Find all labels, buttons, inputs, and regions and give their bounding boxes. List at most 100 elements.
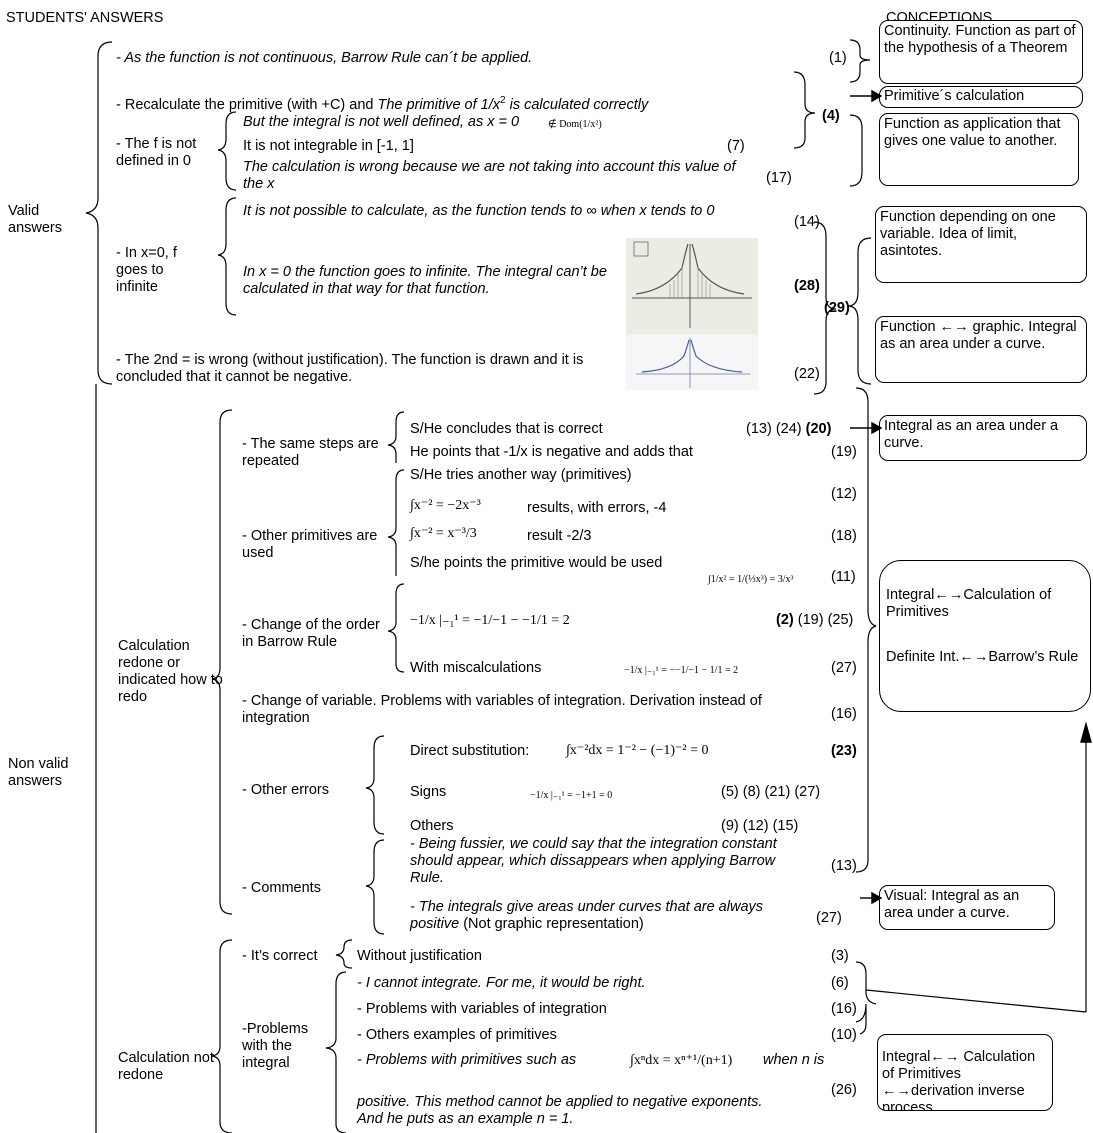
- answer-other-examples: - Others examples of primitives: [357, 1027, 557, 1043]
- answer-negative-exponents: positive. This method cannot be applied …: [357, 1094, 763, 1127]
- brace-problems: [325, 971, 347, 1133]
- ref-number: (1): [829, 50, 847, 66]
- math-primitive-3: ∫1/x² = 1/(⅓x³) = 3/x³: [708, 574, 794, 585]
- ref-number: (18): [831, 528, 857, 544]
- arrowhead: [871, 89, 883, 103]
- answer-text: The primitive of 1/x: [377, 96, 501, 113]
- ref-number: (16): [831, 706, 857, 722]
- superscript: 2: [500, 95, 506, 106]
- valid-answers-label: Valid answers: [8, 203, 62, 236]
- brace-not-redone-lower: [855, 1003, 867, 1035]
- math-direct-substitution: ∫x⁻²dx = 1⁻² − (−1)⁻² = 0: [566, 743, 709, 758]
- other-errors-label: - Other errors: [242, 782, 330, 798]
- answer-points-primitive: S/he points the primitive would be used: [410, 555, 663, 571]
- answer-tends-infinite: It is not possible to calculate, as the …: [243, 203, 715, 219]
- conception-integral-primitives-barrow: Integral←→Calculation of Primitives Defi…: [879, 560, 1091, 712]
- math-barrow-2: −1/x |₋₁¹ = −−1/−1 − 1/1 = 2: [624, 665, 739, 676]
- student-graph-sketch-2: [626, 334, 758, 390]
- conception-visual-integral: Visual: Integral as an area under a curv…: [879, 885, 1055, 930]
- ref-number: (16): [831, 1001, 857, 1017]
- answer-negative-adds: He points that -1/x is negative and adds…: [410, 444, 693, 460]
- brace-redone: [211, 409, 233, 915]
- ref-number: (2) (19) (25): [776, 612, 853, 629]
- ref-number: (19): [831, 444, 857, 460]
- ref-number-bold: (4): [822, 108, 840, 124]
- conception-text: Definite Int.←→Barrow’s Rule: [886, 649, 1079, 665]
- answer-not-well-defined: But the integral is not well defined, as…: [243, 114, 520, 130]
- answer-concludes-correct: S/He concludes that is correct: [410, 421, 603, 437]
- answer-second-equal-wrong: - The 2nd = is wrong (without justificat…: [116, 352, 584, 385]
- arrowhead-up: [1080, 721, 1092, 743]
- conception-primitive-calculation: Primitive´s calculation: [879, 86, 1083, 108]
- answer-change-variable: - Change of variable. Problems with vari…: [242, 693, 762, 726]
- ref-number: (5) (8) (21) (27): [721, 784, 821, 800]
- comment-areas-positive: - The integrals give areas under curves …: [410, 899, 800, 933]
- its-correct-label: - It’s correct: [242, 948, 318, 964]
- brace-not-redone-conceptions: [855, 961, 877, 1005]
- conception-integral-derivation: Integral←→ Calculation of Primitives ←→d…: [877, 1034, 1053, 1111]
- same-steps-label: - The same steps are repeated: [242, 436, 379, 469]
- answer-tries-another-way: S/He tries another way (primitives): [410, 467, 632, 483]
- brace-other-errors: [365, 735, 385, 835]
- ref-number: (13): [831, 858, 857, 874]
- ref-number: (9) (12) (15): [721, 818, 799, 834]
- calculation-not-redone-label: Calculation not redone: [118, 1050, 214, 1083]
- non-valid-answers-label: Non valid answers: [8, 756, 69, 789]
- answer-text: when n is: [763, 1052, 825, 1068]
- ref-number: (11): [831, 569, 856, 585]
- ref-number: (22): [794, 366, 820, 382]
- brace-ref-4: [793, 71, 816, 149]
- ref-number: (19) (25): [797, 612, 854, 628]
- comments-label: - Comments: [242, 880, 321, 896]
- answer-not-continuous: - As the function is not continuous, Bar…: [116, 50, 533, 66]
- ref-number-bold: (23): [831, 743, 857, 759]
- ref-number-bold: (20): [805, 421, 832, 437]
- ref-number: (6): [831, 975, 849, 991]
- math-not-in-domain: ∉ Dom(1/x²): [548, 119, 602, 130]
- comment-text: (Not graphic representation): [459, 916, 644, 932]
- math-primitive-1: ∫x⁻² = −2x⁻³: [410, 498, 481, 513]
- brace-other-primitives: [387, 469, 405, 576]
- brace-conceptions-29: [847, 237, 872, 385]
- other-primitives-label: - Other primitives are used: [242, 528, 378, 561]
- ref-number: (13) (24) (20): [746, 421, 831, 438]
- students-answers-header: STUDENTS' ANSWERS: [6, 10, 164, 26]
- ref-number: (27): [816, 910, 842, 926]
- comment-text: - The integrals give areas under curves …: [410, 899, 764, 932]
- brace-its-correct: [335, 939, 353, 969]
- answer-problems-variables: - Problems with variables of integration: [357, 1001, 607, 1017]
- answer-calculation-wrong: The calculation is wrong because we are …: [243, 159, 736, 192]
- math-signs: −1/x |₋₁¹ = −1+1 = 0: [530, 790, 613, 801]
- arrowhead: [871, 891, 883, 905]
- answer-cannot-integrate: - I cannot integrate. For me, it would b…: [357, 975, 646, 991]
- answer-without-justification: Without justification: [357, 948, 482, 964]
- ref-number-bold: (28): [794, 278, 820, 294]
- brace-same-steps: [387, 411, 405, 463]
- math-primitive-2: ∫x⁻² = x⁻³/3: [410, 526, 477, 541]
- conception-function-graphic: Function ←→ graphic. Integral as an area…: [875, 316, 1087, 383]
- subgroup-infinite-label: - In x=0, f goes to infinite: [116, 245, 177, 295]
- answer-not-integrable: It is not integrable in [-1, 1]: [243, 138, 414, 154]
- answer-miscalculations: With miscalculations: [410, 660, 542, 676]
- arrowhead: [871, 421, 883, 435]
- answer-result-1: results, with errors, -4: [527, 500, 667, 516]
- brace-change-order: [387, 583, 405, 673]
- ref-number: (14): [794, 214, 820, 230]
- ref-number: (12): [831, 486, 857, 502]
- ref-number: (10): [831, 1027, 857, 1043]
- conception-text: Integral←→Calculation of Primitives: [886, 587, 1052, 620]
- ref-number: (17): [766, 170, 792, 186]
- brace-comments: [365, 839, 385, 935]
- ref-number: (3): [831, 948, 849, 964]
- answer-goes-infinite: In x = 0 the function goes to infinite. …: [243, 264, 607, 297]
- student-graph-sketch-1: [626, 238, 758, 334]
- math-barrow-1: −1/x |₋₁¹ = −1/−1 − −1/1 = 2: [410, 613, 570, 628]
- math-power-rule: ∫xⁿdx = xⁿ⁺¹/(n+1): [630, 1053, 733, 1068]
- calculation-redone-label: Calculation redone or indicated how to r…: [118, 638, 223, 705]
- answer-signs: Signs: [410, 784, 447, 800]
- answer-recalculate-primitive: - Recalculate the primitive (with +C) an…: [116, 92, 648, 114]
- subgroup-not-defined-label: - The f is not defined in 0: [116, 136, 197, 169]
- answer-problems-primitives: - Problems with primitives such as: [357, 1052, 577, 1068]
- conception-continuity: Continuity. Function as part of the hypo…: [879, 20, 1083, 84]
